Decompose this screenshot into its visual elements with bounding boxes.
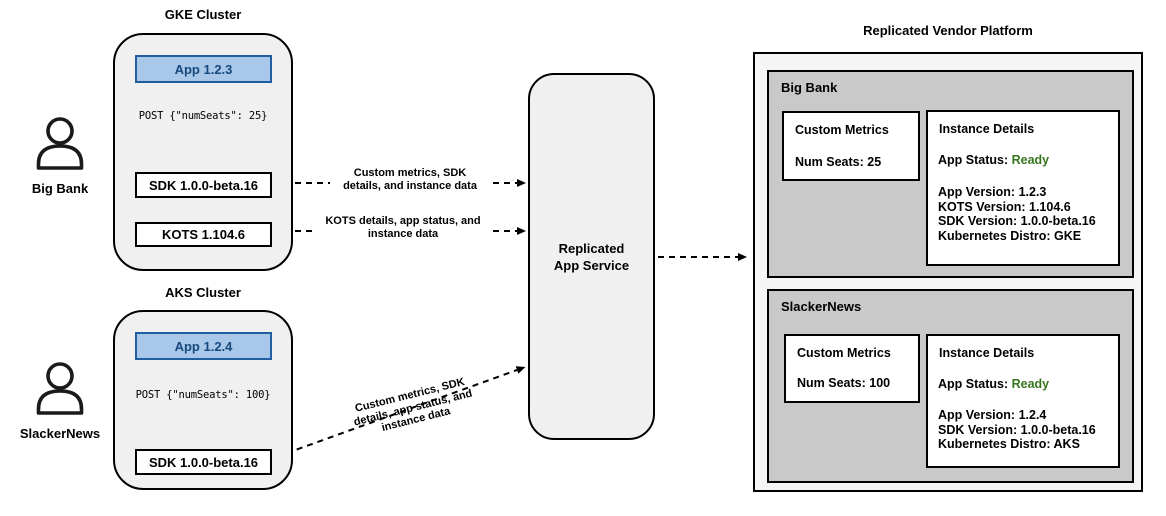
aks-sdk-arrow-label: Custom metrics, SDK details, app status,… xyxy=(331,369,496,446)
replicated-app-service-label: Replicated App Service xyxy=(553,240,630,273)
num-seats-value: Num Seats: 100 xyxy=(797,376,891,390)
app-status-label: App Status: xyxy=(938,377,1012,391)
arrow-label-line: details, and instance data xyxy=(343,179,477,192)
replicated-vendor-platform-box: Big Bank Custom Metrics Num Seats: 25 In… xyxy=(753,52,1143,492)
gke-cluster-title: GKE Cluster xyxy=(164,7,242,22)
aks-sdk-box: SDK 1.0.0-beta.16 xyxy=(135,449,272,475)
custom-metrics-card: Custom Metrics Num Seats: 25 xyxy=(782,111,920,181)
user-icon xyxy=(36,362,84,415)
gke-app-version-box: App 1.2.3 xyxy=(135,55,272,83)
slackernews-user-label: SlackerNews xyxy=(19,426,101,441)
detail-line: SDK Version: 1.0.0-beta.16 xyxy=(938,214,1096,229)
detail-line: Kubernetes Distro: AKS xyxy=(938,437,1080,452)
gke-sdk-arrow-label: Custom metrics, SDK details, and instanc… xyxy=(330,166,490,193)
app-status-value: Ready xyxy=(1011,377,1050,391)
instance-detail-lines: App Version: 1.2.3 KOTS Version: 1.104.6… xyxy=(938,185,1096,243)
custom-metrics-title: Custom Metrics xyxy=(797,346,891,360)
app-status-row: App Status: Ready xyxy=(938,153,1049,167)
gke-cluster-box: App 1.2.3 POST {"numSeats": 25} SDK 1.0.… xyxy=(113,33,293,271)
aks-app-version-box: App 1.2.4 xyxy=(135,332,272,360)
arrow-label-line: Custom metrics, SDK xyxy=(353,167,467,179)
tenant-name: SlackerNews xyxy=(781,299,862,314)
custom-metrics-title: Custom Metrics xyxy=(795,123,889,137)
instance-details-title: Instance Details xyxy=(939,122,1035,136)
custom-metrics-card: Custom Metrics Num Seats: 100 xyxy=(784,334,920,403)
instance-detail-lines: App Version: 1.2.4 SDK Version: 1.0.0-be… xyxy=(938,408,1096,452)
aks-post-request-text: POST {"numSeats": 100} xyxy=(135,389,271,401)
detail-line: Kubernetes Distro: GKE xyxy=(938,228,1082,243)
app-status-row: App Status: Ready xyxy=(938,377,1049,391)
gke-post-request-text: POST {"numSeats": 25} xyxy=(138,110,268,122)
big-bank-user-label: Big Bank xyxy=(31,181,89,196)
detail-line: SDK Version: 1.0.0-beta.16 xyxy=(938,422,1096,437)
instance-details-card: Instance Details App Status: Ready App V… xyxy=(926,334,1120,468)
arrow-label-line: instance data xyxy=(367,227,439,240)
instance-details-title: Instance Details xyxy=(939,346,1035,360)
detail-line: App Version: 1.2.3 xyxy=(938,185,1047,199)
gke-kots-box: KOTS 1.104.6 xyxy=(135,222,272,247)
aks-cluster-box: App 1.2.4 POST {"numSeats": 100} SDK 1.0… xyxy=(113,310,293,490)
num-seats-value: Num Seats: 25 xyxy=(795,155,882,169)
tenant-panel-slackernews: SlackerNews Custom Metrics Num Seats: 10… xyxy=(767,289,1134,483)
tenant-panel-big-bank: Big Bank Custom Metrics Num Seats: 25 In… xyxy=(767,70,1134,278)
platform-title: Replicated Vendor Platform xyxy=(863,23,1033,38)
instance-details-card: Instance Details App Status: Ready App V… xyxy=(926,110,1120,266)
gke-sdk-box: SDK 1.0.0-beta.16 xyxy=(135,172,272,198)
detail-line: App Version: 1.2.4 xyxy=(938,408,1047,422)
replicated-app-service-box: Replicated App Service xyxy=(528,73,655,440)
detail-line: KOTS Version: 1.104.6 xyxy=(938,199,1071,214)
user-icon xyxy=(36,117,84,170)
app-status-value: Ready xyxy=(1011,153,1050,167)
app-status-label: App Status: xyxy=(938,153,1012,167)
tenant-name: Big Bank xyxy=(781,80,838,95)
gke-kots-arrow-label: KOTS details, app status, and instance d… xyxy=(317,214,489,241)
arrow-label-line: KOTS details, app status, and xyxy=(325,215,481,227)
aks-cluster-title: AKS Cluster xyxy=(165,285,241,300)
